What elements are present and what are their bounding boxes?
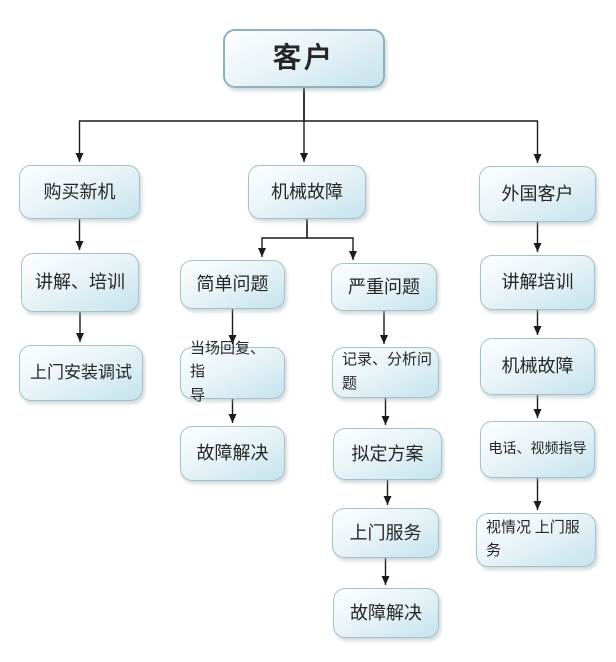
flow-node-label: 讲解、培训 bbox=[35, 272, 125, 292]
flow-node-case-onsite: 视情况 上门服 务 bbox=[476, 513, 596, 567]
flow-node-fault-solved-mid: 故障解决 bbox=[333, 588, 439, 638]
flow-node-foreign: 外国客户 bbox=[479, 166, 596, 222]
flow-node-label: 电话、视频指导 bbox=[488, 442, 587, 457]
flow-node-label: 故障解决 bbox=[196, 443, 269, 463]
flow-node-label: 当场回复、指 导 bbox=[190, 341, 266, 404]
flow-node-mech-fault-right: 机械故障 bbox=[480, 338, 595, 395]
flow-edge-customer-buy-new bbox=[75, 88, 305, 162]
flow-node-explain-train-left: 讲解、培训 bbox=[21, 253, 139, 312]
flow-node-serious: 严重问题 bbox=[331, 263, 437, 311]
flow-node-label: 故障解决 bbox=[350, 602, 422, 623]
flow-node-fault-solved-left: 故障解决 bbox=[180, 426, 285, 481]
flow-node-label: 机械故障 bbox=[271, 181, 343, 202]
flow-node-label: 拟定方案 bbox=[351, 443, 424, 464]
flow-node-label: 机械故障 bbox=[501, 356, 574, 376]
flow-node-onsite-service: 上门服务 bbox=[332, 508, 439, 558]
flow-node-label: 严重问题 bbox=[348, 276, 420, 297]
flow-node-customer: 客户 bbox=[223, 29, 385, 88]
flow-node-onspot-reply: 当场回复、指 导 bbox=[180, 341, 285, 404]
flow-node-plan: 拟定方案 bbox=[333, 428, 442, 480]
flow-node-label: 讲解培训 bbox=[501, 272, 574, 292]
flow-node-record-analyze: 记录、分析问 题 bbox=[332, 347, 439, 398]
flow-node-label: 购买新机 bbox=[43, 181, 116, 202]
flow-node-label: 记录、分析问 题 bbox=[342, 352, 433, 392]
flow-node-label: 视情况 上门服 务 bbox=[486, 519, 580, 559]
flow-node-mech-fault: 机械故障 bbox=[248, 165, 366, 219]
flow-edge-customer-foreign bbox=[303, 88, 542, 163]
flow-edge-mech-fault-serious bbox=[306, 219, 357, 260]
flow-node-explain-train-right: 讲解培训 bbox=[480, 255, 595, 310]
flow-edge-mech-fault-simple bbox=[258, 219, 308, 257]
flow-node-label: 上门服务 bbox=[349, 522, 422, 543]
flow-node-buy-new: 购买新机 bbox=[19, 165, 140, 219]
flow-node-phone-video: 电话、视频指导 bbox=[480, 421, 595, 478]
flow-node-label: 上门安装调试 bbox=[30, 363, 132, 383]
flow-node-label: 外国客户 bbox=[501, 183, 574, 204]
flow-node-label: 客户 bbox=[272, 42, 335, 74]
flow-node-simple: 简单问题 bbox=[180, 260, 285, 309]
flow-node-label: 简单问题 bbox=[196, 274, 269, 294]
flow-node-onsite-install: 上门安装调试 bbox=[19, 345, 143, 401]
